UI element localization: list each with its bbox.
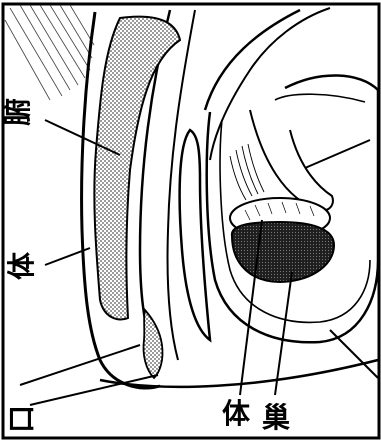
stippled-neck — [143, 310, 162, 378]
diagonal-line — [330, 330, 378, 378]
bottom-curve — [100, 360, 378, 387]
membrane-fold — [250, 110, 333, 210]
canal-wall-right — [205, 10, 300, 110]
label-bottom-center-2: 巢 — [262, 404, 290, 432]
striations — [230, 144, 264, 200]
dark-body — [232, 222, 334, 282]
label-upper-left: 腑 — [4, 98, 32, 126]
label-lower-left: 口 — [8, 405, 36, 433]
label-bottom-center-1: 体 — [222, 400, 250, 428]
canal-wall-right-2 — [210, 8, 330, 160]
narrow-loop — [180, 130, 210, 340]
hatching-texture — [5, 5, 94, 100]
label-middle-left: 体 — [8, 252, 36, 280]
membrane-line — [275, 94, 365, 102]
